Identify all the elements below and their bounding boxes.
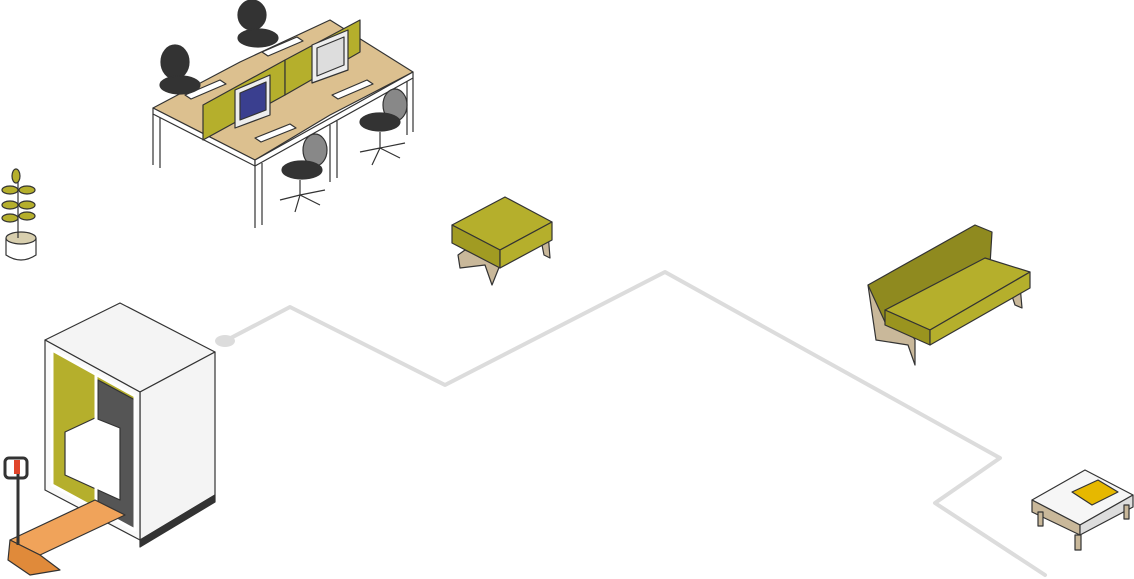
desk-cluster	[152, 0, 414, 228]
phone-booth	[44, 302, 216, 548]
potted-plant	[1, 168, 37, 261]
route-path	[215, 270, 1047, 577]
sofa	[867, 224, 1031, 366]
route-start-dot	[215, 335, 235, 347]
ottoman	[451, 196, 553, 286]
office-chair	[159, 0, 408, 180]
chair-bases	[279, 132, 406, 213]
magazine	[1071, 479, 1119, 506]
pallet-jack	[3, 456, 126, 576]
coffee-table	[1031, 469, 1134, 551]
keyboard	[254, 123, 297, 143]
